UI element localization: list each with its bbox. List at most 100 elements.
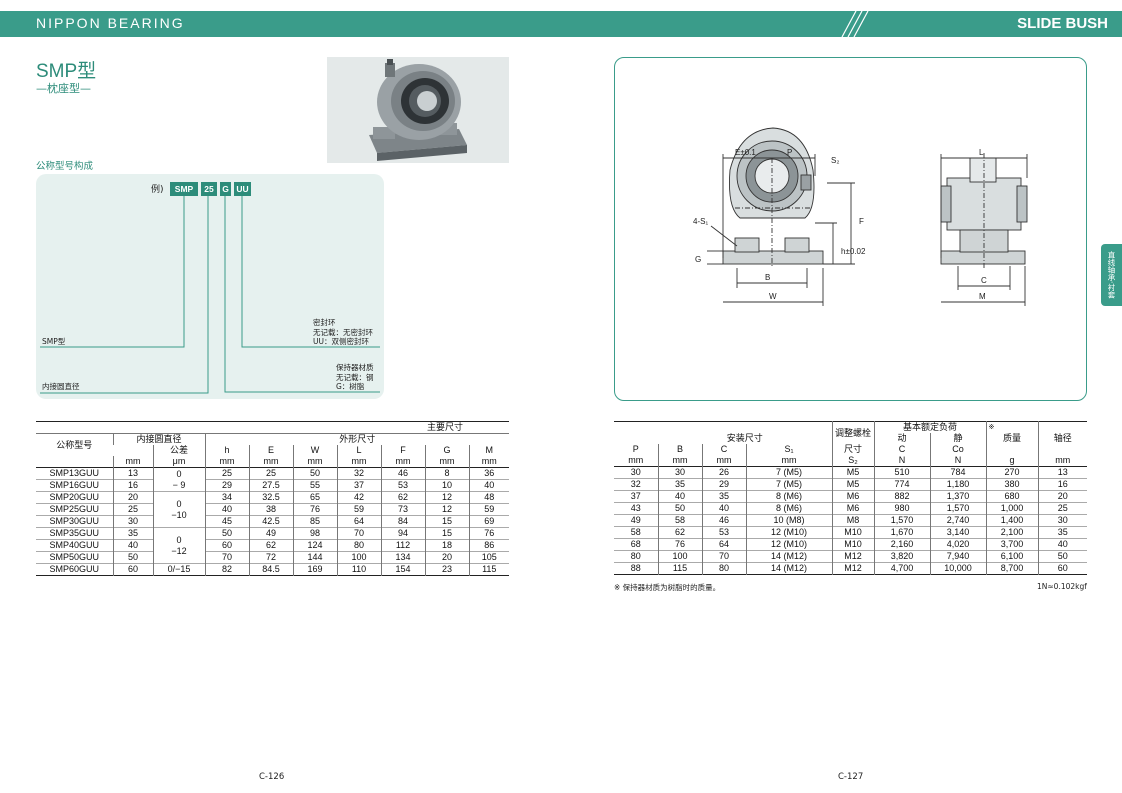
cell-bore: 60 [112, 563, 153, 576]
col-m: M [468, 445, 509, 456]
cell-e: 72 [248, 551, 293, 564]
page-number-left: C-126 [259, 772, 285, 782]
cell-s2: M5 [831, 466, 874, 479]
tolerance-upper: 0/−15 [167, 564, 191, 574]
cell-bore: 35 [112, 527, 153, 540]
cell-g: 8 [424, 467, 469, 480]
cell-l: 80 [336, 539, 381, 552]
cell-m: 105 [468, 551, 509, 564]
cell-w: 98 [292, 527, 337, 540]
cell-h: 82 [204, 563, 249, 576]
brand-name: NIPPON BEARING [36, 15, 185, 31]
cell-cd: 1,570 [873, 514, 930, 527]
cell-s2: M8 [831, 514, 874, 527]
col-w: W [292, 445, 337, 456]
cell-g: 12 [424, 491, 469, 504]
cell-model: SMP16GUU [49, 480, 99, 490]
cell-s2: M5 [831, 478, 874, 491]
cell-e: 25 [248, 467, 293, 480]
designation-panel: 例) SMP 25 G UU SMP型 内接圆直径 密封环 无记载：无密封环 U… [36, 174, 384, 399]
cell-s1: 12 (M10) [745, 526, 832, 539]
cell-shaft: 50 [1037, 550, 1087, 563]
cell-s1: 10 (M8) [745, 514, 832, 527]
header-slash-ornament [841, 11, 869, 37]
cell-co: 4,020 [929, 538, 986, 551]
label-p: P [787, 148, 792, 157]
cell-h: 25 [204, 467, 249, 480]
cell-model: SMP60GUU [49, 564, 99, 574]
cell-cd: 4,700 [873, 562, 930, 575]
unit-g: mm [424, 456, 469, 468]
cell-s1: 12 (M10) [745, 538, 832, 551]
col-l: L [336, 445, 381, 456]
designation-code-type: SMP [170, 182, 198, 196]
cell-g: 12 [424, 503, 469, 516]
cell-shaft: 30 [1037, 514, 1087, 527]
cell-b: 35 [657, 478, 702, 491]
cell-co: 1,180 [929, 478, 986, 491]
footnote: ※ 保持器材质为树脂时的质量。 [614, 583, 721, 592]
cell-w: 169 [292, 563, 337, 576]
designation-leader-lines [40, 196, 380, 394]
label-f: F [859, 217, 864, 226]
label-l: L [979, 148, 984, 157]
cell-m: 36 [468, 467, 509, 480]
designation-section-label: 公称型号构成 [36, 161, 94, 172]
cell-p: 88 [630, 563, 641, 573]
label-c: C [981, 276, 987, 285]
cell-e: 32.5 [248, 491, 293, 504]
cell-mass: 8,700 [985, 562, 1038, 575]
mass-mark: ※ [985, 421, 1038, 433]
label-g: G [695, 255, 701, 264]
unit-s2: S₂ [831, 455, 874, 467]
cell-w: 76 [292, 503, 337, 516]
cell-tolerance: 0−12 [152, 527, 205, 564]
unit-bore: mm [112, 456, 153, 468]
col-mass: 质量 [985, 433, 1038, 444]
cell-shaft: 20 [1037, 490, 1087, 503]
cell-f: 94 [380, 527, 425, 540]
dimension-drawing-frame: E±0.1 P S₂ 4-S₁ F h±0.02 G B W L C M [614, 57, 1087, 401]
cell-w: 144 [292, 551, 337, 564]
cell-model: SMP50GUU [49, 552, 99, 562]
cell-f: 46 [380, 467, 425, 480]
unit-co: N [929, 455, 986, 467]
col-screw-size: 尺寸 [831, 444, 874, 455]
cell-bore: 20 [112, 491, 153, 504]
header-band: NIPPON BEARING SLIDE BUSH [0, 11, 1122, 37]
col-p: P [632, 444, 639, 454]
col-mount: 安装尺寸 [726, 433, 763, 443]
cell-l: 32 [336, 467, 381, 480]
cell-cd: 1,670 [873, 526, 930, 539]
cell-co: 784 [929, 466, 986, 479]
cell-g: 18 [424, 539, 469, 552]
cell-tolerance: 0− 9 [152, 467, 205, 492]
col-b: B [657, 444, 702, 455]
cell-shaft: 35 [1037, 526, 1087, 539]
col-c-dyn: C [873, 444, 930, 455]
cell-g: 15 [424, 527, 469, 540]
unit-s1: mm [745, 455, 832, 467]
cell-mass: 2,100 [985, 526, 1038, 539]
cell-g: 10 [424, 479, 469, 492]
cell-s1: 7 (M5) [745, 466, 832, 479]
cell-l: 100 [336, 551, 381, 564]
cell-s1: 8 (M6) [745, 490, 832, 503]
cell-shaft: 25 [1037, 502, 1087, 515]
cell-h: 60 [204, 539, 249, 552]
cell-f: 154 [380, 563, 425, 576]
cell-s2: M6 [831, 490, 874, 503]
cell-m: 86 [468, 539, 509, 552]
cell-p: 49 [630, 515, 641, 525]
col-h: h [204, 445, 249, 456]
cell-l: 37 [336, 479, 381, 492]
note-bore: 内接圆直径 [42, 382, 80, 391]
cell-co: 3,140 [929, 526, 986, 539]
cell-cd: 980 [873, 502, 930, 515]
